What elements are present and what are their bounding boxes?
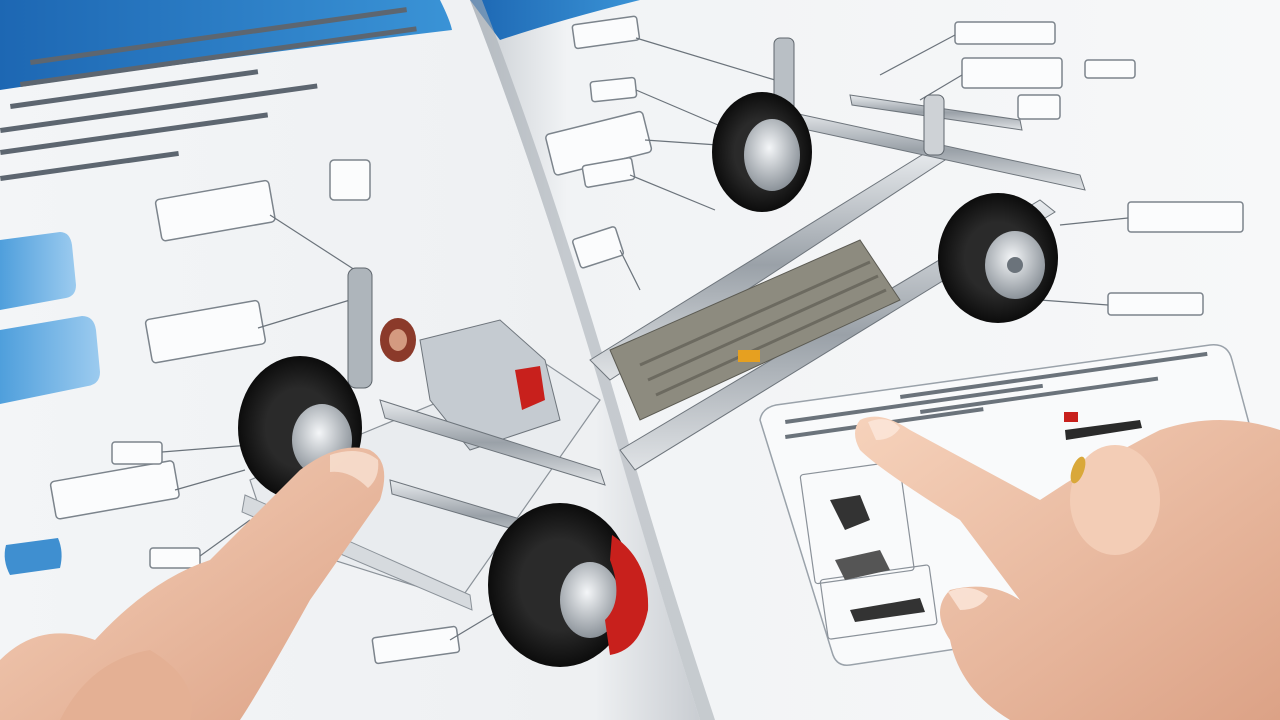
right-leader-lines <box>619 34 1129 306</box>
left-blue-tabs <box>0 232 100 575</box>
right-hand <box>855 416 1280 720</box>
right-callouts <box>545 15 1244 316</box>
chassis-rear <box>589 37 1086 471</box>
left-page-text <box>0 7 417 181</box>
left-leader-lines <box>161 214 501 641</box>
left-hand <box>0 447 385 720</box>
left-callouts <box>49 159 461 665</box>
